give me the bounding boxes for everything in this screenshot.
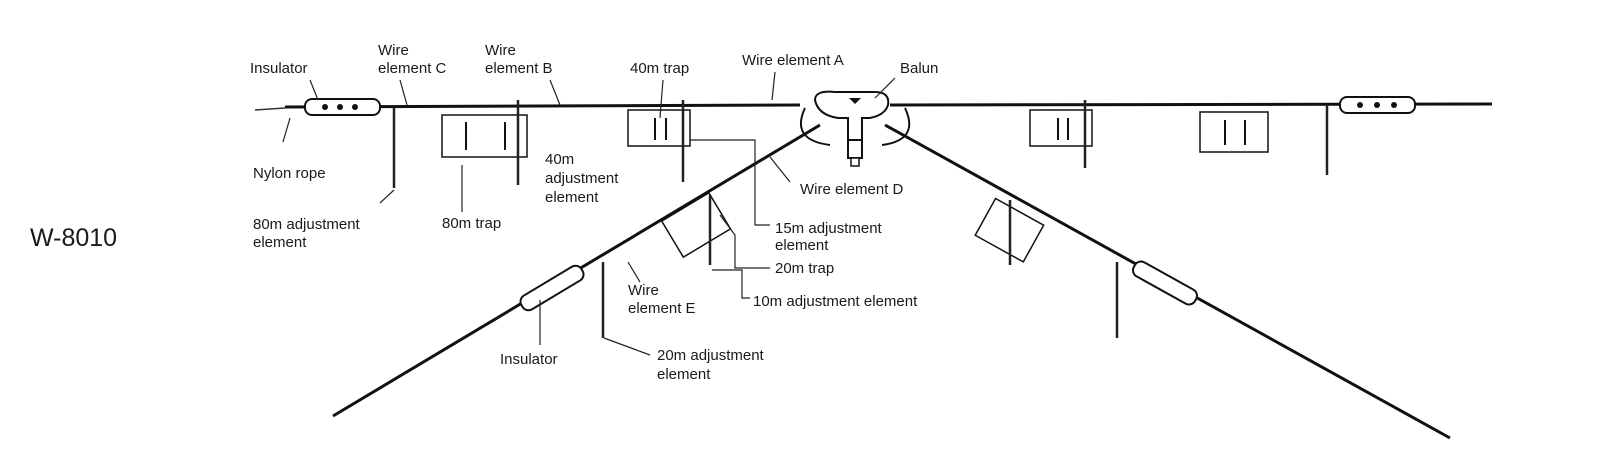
leader-lines (282, 71, 896, 356)
label-wire-c-2: element C (378, 60, 447, 77)
model-name: W-8010 (30, 224, 117, 252)
label-15m-adj-2: element (775, 237, 829, 254)
trap-80m-right (1199, 111, 1269, 153)
label-wire-a: Wire element A (742, 52, 844, 69)
label-40m-adj-2: adjustment (545, 170, 619, 187)
label-15m-adj: 15m adjustment (775, 220, 883, 237)
label-20m-adj: 20m adjustment (657, 347, 765, 364)
diagonal-wire-left (332, 123, 821, 418)
label-wire-b: Wire (485, 42, 516, 59)
label-wire-b-2: element B (485, 60, 553, 77)
label-80m-trap: 80m trap (442, 215, 501, 232)
trap-40m-right (1029, 109, 1093, 147)
label-40m-trap: 40m trap (630, 60, 689, 77)
trap-40m-left (627, 109, 691, 147)
label-nylon-rope: Nylon rope (253, 165, 326, 182)
label-10m-adj: 10m adjustment element (753, 293, 918, 310)
diagonal-wire-right (884, 123, 1451, 440)
trap-80m-left (441, 114, 528, 158)
label-20m-trap: 20m trap (775, 260, 834, 277)
label-wire-e-2: element E (628, 300, 696, 317)
label-balun: Balun (900, 60, 938, 77)
label-20m-adj-2: element (657, 366, 711, 383)
label-insulator: Insulator (250, 60, 308, 77)
label-wire-c: Wire (378, 42, 409, 59)
label-wire-e: Wire (628, 282, 659, 299)
balun-icon (800, 90, 911, 167)
insulator-icon (304, 98, 381, 116)
label-insulator-bottom: Insulator (500, 351, 558, 368)
insulator-icon (1339, 96, 1416, 114)
label-wire-d: Wire element D (800, 181, 904, 198)
label-80m-adj-2: element (253, 234, 307, 251)
label-40m-adj: 40m (545, 151, 574, 168)
label-80m-adj: 80m adjustment (253, 216, 361, 233)
label-40m-adj-3: element (545, 189, 599, 206)
adjustment-rods (392, 100, 1329, 188)
